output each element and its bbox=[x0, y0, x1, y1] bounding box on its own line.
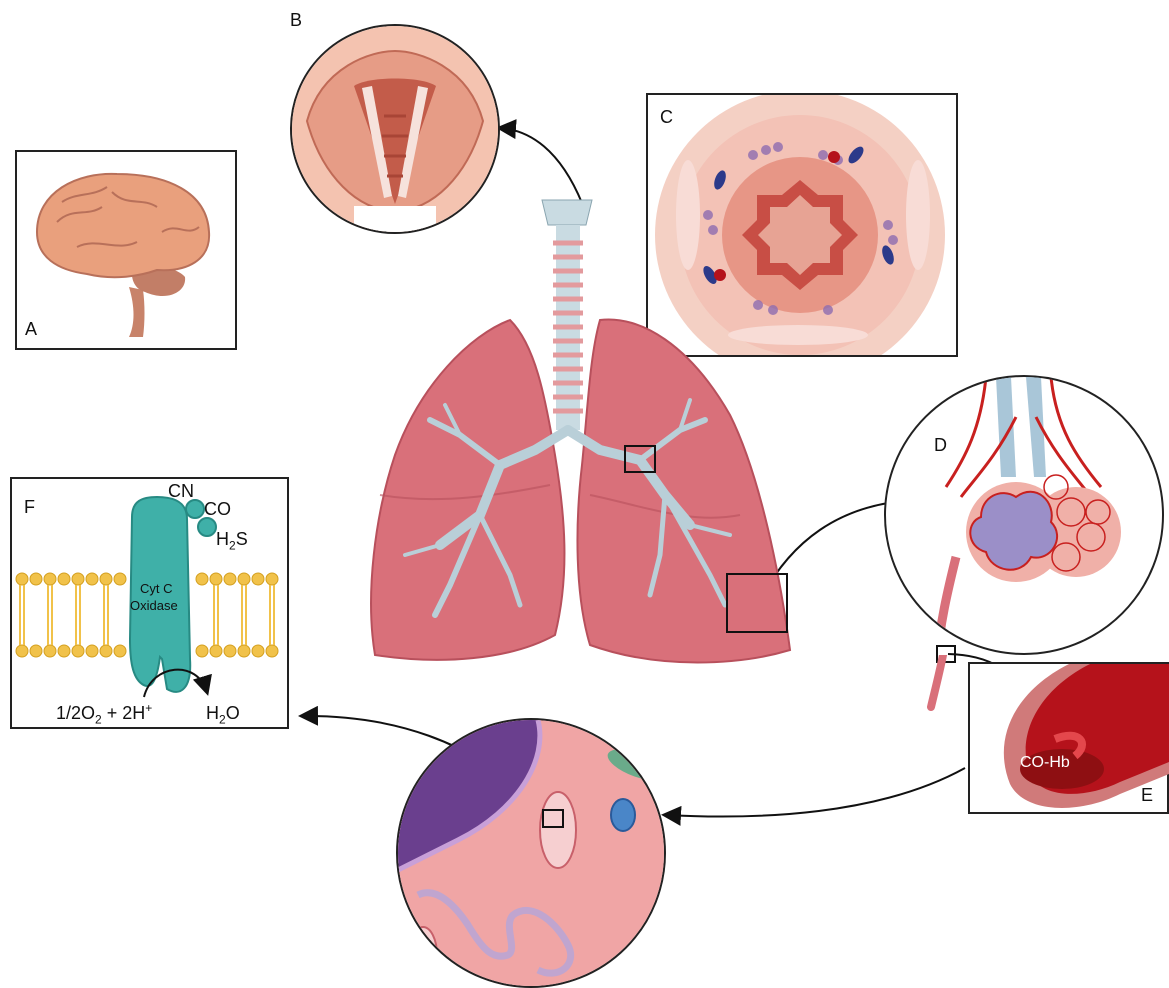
right-lung bbox=[371, 320, 564, 660]
cell-illustration bbox=[398, 720, 664, 986]
panel-a-brain: A bbox=[15, 150, 237, 350]
brain-illustration bbox=[17, 152, 235, 348]
enzyme-label-line2: Oxidase bbox=[130, 598, 178, 613]
co-hb-label: CO-Hb bbox=[1020, 754, 1070, 772]
enzyme-label-line1: Cyt C bbox=[140, 581, 173, 596]
panel-d-alveoli: D bbox=[884, 375, 1164, 655]
panel-a-label: A bbox=[25, 319, 37, 340]
vessel-illustration bbox=[970, 664, 1169, 814]
arrow-e-to-cell bbox=[665, 768, 965, 817]
panel-f-cyt-c-oxidase: F CN CO H2S Cyt C Oxidase 1/2O2 + 2H+ H2… bbox=[10, 477, 289, 729]
cell-circle bbox=[396, 718, 666, 988]
alveoli-illustration bbox=[886, 377, 1162, 653]
lungs-illustration bbox=[360, 195, 820, 675]
panel-b-label: B bbox=[290, 10, 302, 31]
reaction-reactants-label: 1/2O2 + 2H+ bbox=[56, 701, 152, 727]
panel-e-label: E bbox=[1141, 785, 1153, 806]
panel-d-label: D bbox=[934, 435, 947, 456]
inhibitor-cn-label: CN bbox=[168, 481, 194, 502]
left-lung bbox=[577, 319, 790, 662]
inhibitor-h2s-label: H2S bbox=[216, 529, 248, 553]
reaction-product-label: H2O bbox=[206, 703, 240, 727]
inhibitor-co-label: CO bbox=[204, 499, 231, 520]
capillary-tail bbox=[925, 655, 955, 715]
arrow-to-b bbox=[500, 128, 582, 203]
panel-e-blood-vessel: CO-Hb E bbox=[968, 662, 1169, 814]
